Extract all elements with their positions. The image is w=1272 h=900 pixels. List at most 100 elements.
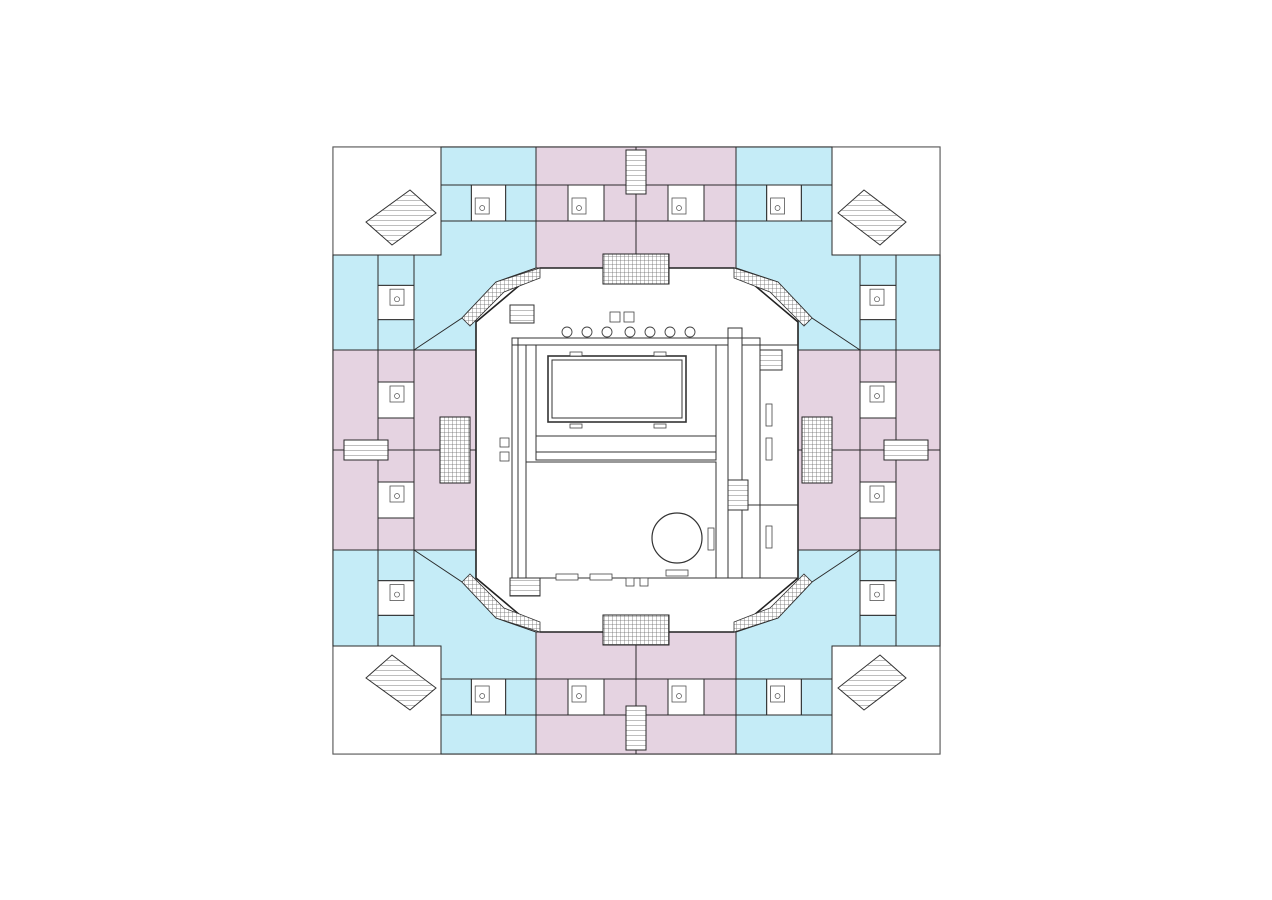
corner-plaza-ne (831, 146, 941, 256)
stair-wing-nw (365, 189, 437, 246)
planter-3 (601, 326, 613, 338)
unit-north-0-bedroom (440, 184, 472, 222)
unit-north-0-bath-fixture (479, 205, 486, 211)
bench-3 (499, 437, 510, 448)
unit-west-1-living (332, 349, 379, 451)
unit-south-1-bath-fixture (576, 693, 582, 699)
pool-lounger-4 (653, 423, 667, 429)
unit-south-1-bedroom (535, 678, 569, 716)
unit-west-0-bedroom (377, 254, 415, 286)
stair-internal-1 (759, 349, 783, 371)
bench-1 (609, 311, 621, 323)
unit-east-3-bedroom-2 (859, 614, 897, 647)
unit-south-2-living (635, 714, 737, 755)
unit-west-1-bath (389, 385, 405, 403)
corridor-nw (461, 267, 541, 327)
unit-south-3-bedroom-2 (800, 678, 833, 716)
unit-east-3-living (895, 549, 941, 647)
sofa-2 (589, 573, 613, 581)
unit-north-1-bath-fixture (576, 205, 582, 211)
sofa-5 (765, 403, 773, 427)
unit-south-0-bedroom (440, 678, 472, 716)
unit-west-1-bedroom (377, 349, 415, 383)
unit-west-3-living (332, 549, 379, 647)
unit-south-2-bath-fixture (676, 693, 682, 699)
unit-north-2-bath (671, 197, 687, 215)
unit-east-3-bath (869, 584, 885, 601)
unit-south-1-bath (571, 685, 587, 703)
unit-north-2-bedroom-2 (703, 184, 737, 222)
stair-internal-3 (509, 577, 541, 597)
corridor-hatch (461, 267, 813, 633)
core-south (602, 614, 670, 646)
unit-north-1-living (535, 146, 637, 186)
unit-west-0-bath (389, 288, 405, 306)
stair-internal-2 (727, 479, 749, 511)
unit-east-1-bath (869, 385, 885, 403)
sofa-1 (555, 573, 579, 581)
core-west (439, 416, 471, 484)
unit-south-0-bath (474, 685, 490, 703)
unit-west-2-bedroom-2 (377, 517, 415, 551)
pool-lounger-1 (569, 351, 583, 357)
unit-east-0-bath (869, 288, 885, 306)
unit-south-2-bath (671, 685, 687, 703)
unit-north-3-bedroom (735, 184, 768, 222)
swimming-pool (547, 355, 687, 423)
planter-2 (581, 326, 593, 338)
unit-west-3-bedroom-2 (377, 614, 415, 647)
stair-wing-sw (365, 654, 437, 711)
pool-lounger-3 (569, 423, 583, 429)
residential-units (332, 146, 941, 755)
unit-north-0-bedroom-2 (505, 184, 537, 222)
stair-internal-4 (509, 304, 535, 324)
sofa-4 (707, 527, 715, 551)
unit-west-2-living (332, 449, 379, 551)
unit-south-3-bath-fixture (774, 693, 781, 699)
elevator-cores (439, 253, 833, 646)
bench-4 (499, 451, 510, 462)
unit-east-1-living (895, 349, 941, 451)
unit-south-3-bedroom (735, 678, 768, 716)
unit-west-3-bath-fixture (394, 591, 400, 598)
planter-1 (561, 326, 573, 338)
unit-north-3-bath-fixture (774, 205, 781, 211)
unit-east-2-bath (869, 485, 885, 503)
table-1 (625, 577, 635, 587)
unit-east-1-bath-fixture (874, 393, 880, 399)
planter-row (561, 326, 696, 338)
diagonal-stair-wings (365, 189, 907, 711)
unit-north-3-bath (770, 197, 785, 215)
planter-7 (684, 326, 696, 338)
unit-north-2-living (635, 146, 737, 186)
unit-west-2-bath-fixture (394, 493, 400, 499)
unit-south-0-bedroom-2 (505, 678, 537, 716)
stair-core-south (625, 705, 647, 751)
unit-east-1-bedroom (859, 349, 897, 383)
central-amenity-block (509, 304, 799, 597)
bench-2 (623, 311, 635, 323)
unit-east-0-living (895, 254, 941, 351)
unit-west-0-bedroom-2 (377, 319, 415, 351)
stair-core-west (343, 439, 389, 461)
round-feature (651, 512, 703, 564)
unit-east-2-bedroom-2 (859, 517, 897, 551)
unit-north-2-bath-fixture (676, 205, 682, 211)
unit-north-1-bedroom (535, 184, 569, 222)
corner-plazas (332, 146, 941, 755)
planter-6 (664, 326, 676, 338)
amenity-frame (511, 337, 761, 579)
unit-east-3-bedroom (859, 549, 897, 582)
unit-south-1-living (535, 714, 637, 755)
unit-north-0-bath (474, 197, 490, 215)
unit-north-1-bath (571, 197, 587, 215)
event-hall (525, 461, 717, 579)
planter-5 (644, 326, 656, 338)
sofa-7 (765, 525, 773, 549)
unit-east-0-bedroom-2 (859, 319, 897, 351)
stair-core-east (883, 439, 929, 461)
unit-south-3-bath (770, 685, 785, 703)
unit-east-0-bath-fixture (874, 296, 880, 303)
unit-south-0-living (440, 714, 537, 755)
